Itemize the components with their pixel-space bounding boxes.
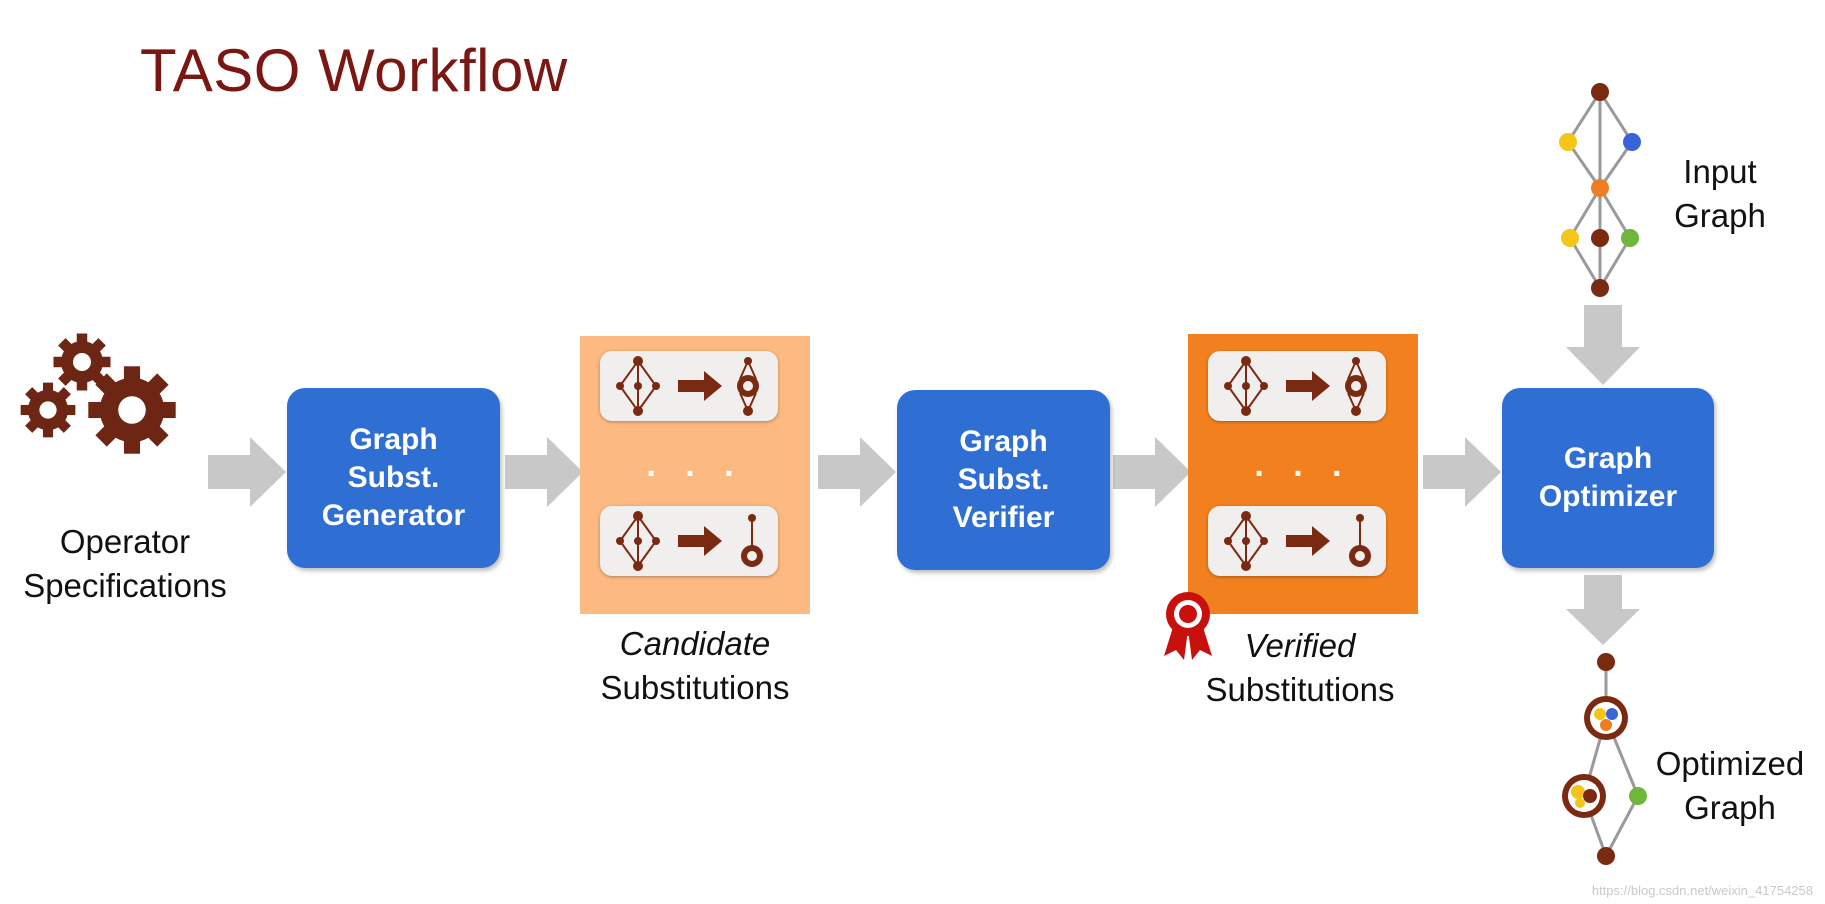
ellipsis: . . . xyxy=(646,446,744,484)
graph-subst-generator-box: Graph Subst. Generator xyxy=(287,388,500,568)
optimized-graph-icon xyxy=(1550,650,1650,875)
substitution-card xyxy=(1208,506,1386,576)
input-graph-icon xyxy=(1550,80,1650,305)
arrow-down-icon xyxy=(1566,305,1642,390)
graph-optimizer-box: Graph Optimizer xyxy=(1502,388,1714,568)
input-graph-label: Input Graph xyxy=(1674,153,1766,234)
ellipsis: . . . xyxy=(1254,446,1352,484)
optimized-graph-label: Optimized Graph xyxy=(1655,745,1805,826)
arrow-down-icon xyxy=(1566,575,1642,650)
page-title: TASO Workflow xyxy=(140,37,568,104)
gears-icon xyxy=(20,330,210,460)
arrow-right-icon xyxy=(818,437,898,512)
arrow-right-icon xyxy=(1113,437,1193,512)
arrow-right-icon xyxy=(208,437,288,512)
candidate-substitutions-panel: . . . xyxy=(580,336,810,614)
award-ribbon-icon xyxy=(1160,590,1216,667)
arrow-right-icon xyxy=(1423,437,1503,512)
verified-substitutions-panel: . . . xyxy=(1188,334,1418,614)
graph-subst-verifier-box: Graph Subst. Verifier xyxy=(897,390,1110,570)
substitution-card xyxy=(600,351,778,421)
arrow-right-icon xyxy=(505,437,585,512)
substitution-card xyxy=(600,506,778,576)
operator-specifications-label: Operator Specifications xyxy=(23,523,227,604)
substitution-card xyxy=(1208,351,1386,421)
watermark: https://blog.csdn.net/weixin_41754258 xyxy=(1591,883,1813,898)
verified-substitutions-label: Verified Substitutions xyxy=(1205,627,1395,708)
candidate-substitutions-label: Candidate Substitutions xyxy=(600,625,790,706)
